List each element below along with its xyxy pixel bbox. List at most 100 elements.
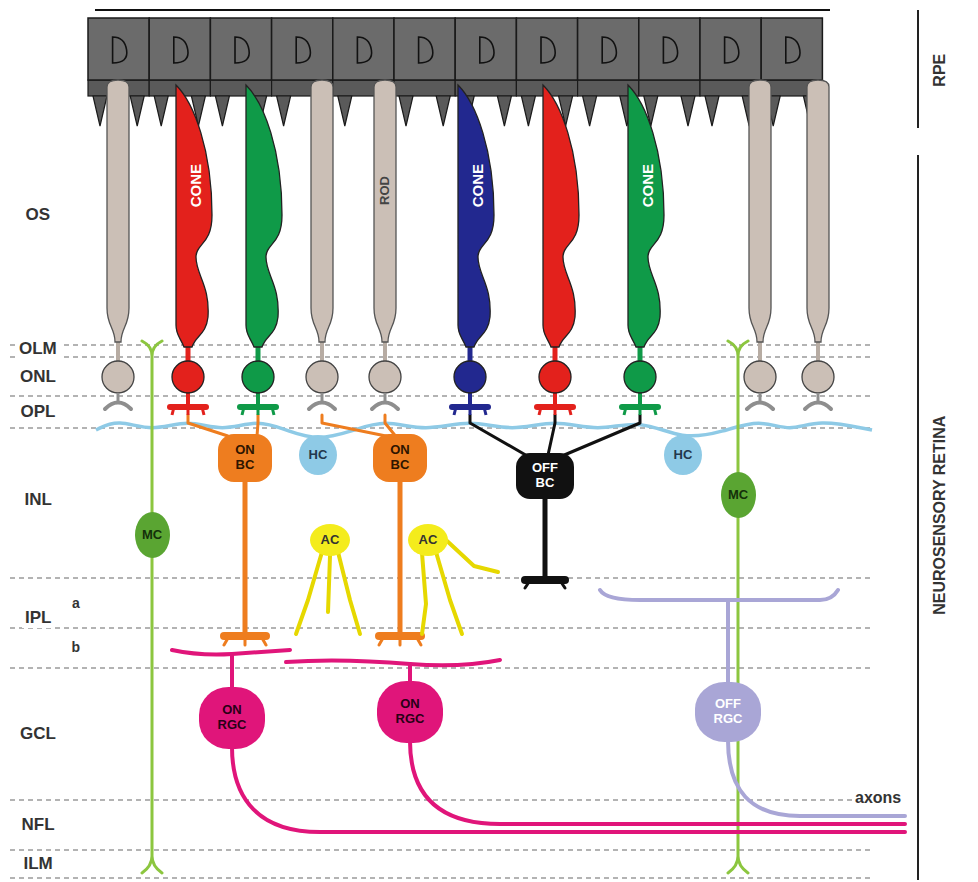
rpe-nucleus xyxy=(357,37,371,63)
rpe-cell xyxy=(88,18,149,80)
photoreceptor-label: ROD xyxy=(377,176,392,205)
cell-label: HC xyxy=(674,448,693,463)
ganglion-axon xyxy=(232,747,905,832)
layer-label: ONL xyxy=(17,367,59,387)
amacrine-process xyxy=(436,552,462,634)
photoreceptor-label: CONE xyxy=(469,163,486,206)
rpe-cell xyxy=(761,18,822,80)
sublayer-label: a xyxy=(69,595,83,611)
rod-cell: ROD xyxy=(367,80,403,415)
cell-label: AC xyxy=(321,533,340,548)
region-label: RPE xyxy=(931,51,949,90)
rod-segment xyxy=(807,80,829,342)
amacrine-process xyxy=(328,556,330,612)
ganglion-axon xyxy=(728,740,905,816)
rod-shape xyxy=(367,80,403,415)
cone-cell xyxy=(240,85,282,415)
rod-nucleus xyxy=(802,361,834,393)
layer-boundary xyxy=(10,627,872,629)
rpe-cell xyxy=(455,18,516,80)
cone-pedicle-feet xyxy=(172,407,204,415)
layer-boundary xyxy=(10,877,872,879)
amacrine-process xyxy=(338,552,360,634)
cone-segment xyxy=(628,85,664,347)
rpe-nucleus xyxy=(663,37,677,63)
amacrine-cell: AC xyxy=(408,524,448,556)
cell-label: ON RGC xyxy=(396,697,425,727)
cone-pedicle-feet xyxy=(624,407,656,415)
rod-segment xyxy=(374,80,396,342)
horizontal-cell: HC xyxy=(299,435,337,475)
bipolar-axon xyxy=(243,482,248,636)
rpe-process xyxy=(583,96,634,126)
rpe-nucleus xyxy=(174,37,188,63)
region-label: NEUROSENSORY RETINA xyxy=(931,413,949,618)
rpe-cell xyxy=(578,18,639,80)
cell-label: HC xyxy=(309,448,328,463)
cone-pedicle-feet xyxy=(454,407,486,415)
sublayer-label: b xyxy=(69,639,84,655)
bipolar-terminal xyxy=(525,576,565,584)
ganglion-dendrite xyxy=(172,650,290,655)
cell-label: AC xyxy=(419,533,438,548)
rod-segment xyxy=(107,80,129,342)
cone-segment xyxy=(246,85,282,347)
layer-boundary xyxy=(10,577,872,579)
layer-boundary xyxy=(10,667,872,669)
layer-label: INL xyxy=(22,490,55,510)
cone-segment xyxy=(543,85,579,347)
rpe-nucleus xyxy=(113,37,127,63)
cone-pedicle-feet xyxy=(539,407,571,415)
cone-nucleus xyxy=(539,361,571,393)
horizontal-cell: HC xyxy=(664,435,702,475)
rpe-nucleus xyxy=(602,37,616,63)
rpe-nucleus xyxy=(296,37,310,63)
bipolar-terminal-feet xyxy=(379,638,421,645)
cone-cell: CONE xyxy=(448,85,498,415)
layer-label: GCL xyxy=(17,724,59,744)
rpe-nucleus xyxy=(235,37,249,63)
rpe-base xyxy=(210,80,271,96)
cone-segment xyxy=(458,85,494,347)
dendrite-connector xyxy=(470,415,526,455)
off-bipolar-cell: OFF BC xyxy=(516,453,574,499)
ganglion-dendrite xyxy=(600,590,838,600)
rpe-cell xyxy=(149,18,210,80)
layer-boundary xyxy=(10,849,872,851)
layer-boundary xyxy=(10,799,872,801)
rpe-cell xyxy=(516,18,577,80)
layer-label: NFL xyxy=(19,815,58,835)
dendrite-connector xyxy=(564,415,640,455)
cone-cell xyxy=(537,85,579,415)
dendrite-connector xyxy=(385,415,396,436)
cell-label: OFF BC xyxy=(532,461,558,491)
layer-label: OPL xyxy=(18,402,59,422)
rpe-bracket xyxy=(917,10,919,128)
layer-label: OS xyxy=(23,205,54,225)
amacrine-process xyxy=(296,552,322,634)
cone-nucleus xyxy=(242,361,274,393)
rod-cell xyxy=(744,80,776,409)
photoreceptor-label: CONE xyxy=(187,163,204,206)
rpe-nucleus xyxy=(419,37,433,63)
rod-spherule xyxy=(309,403,335,410)
photoreceptor-label: CONE xyxy=(639,163,656,206)
retina-bracket xyxy=(917,155,919,880)
rod-segment xyxy=(749,80,771,342)
rpe-process xyxy=(644,96,695,126)
cone-nucleus xyxy=(624,361,656,393)
rpe-base xyxy=(394,80,455,96)
ganglion-dendrite xyxy=(230,654,234,689)
cone-shape xyxy=(618,85,668,415)
bipolar-dendrite xyxy=(322,415,386,436)
rod-cell xyxy=(102,80,134,409)
axon-label: axons xyxy=(852,789,904,807)
rod-cell xyxy=(306,80,338,409)
cone-segment xyxy=(176,85,212,347)
muller-fiber xyxy=(728,341,748,873)
off-ganglion-cell: OFF RGC xyxy=(695,682,761,742)
rpe-cell xyxy=(333,18,394,80)
on-ganglion-cell: ON RGC xyxy=(199,687,265,749)
